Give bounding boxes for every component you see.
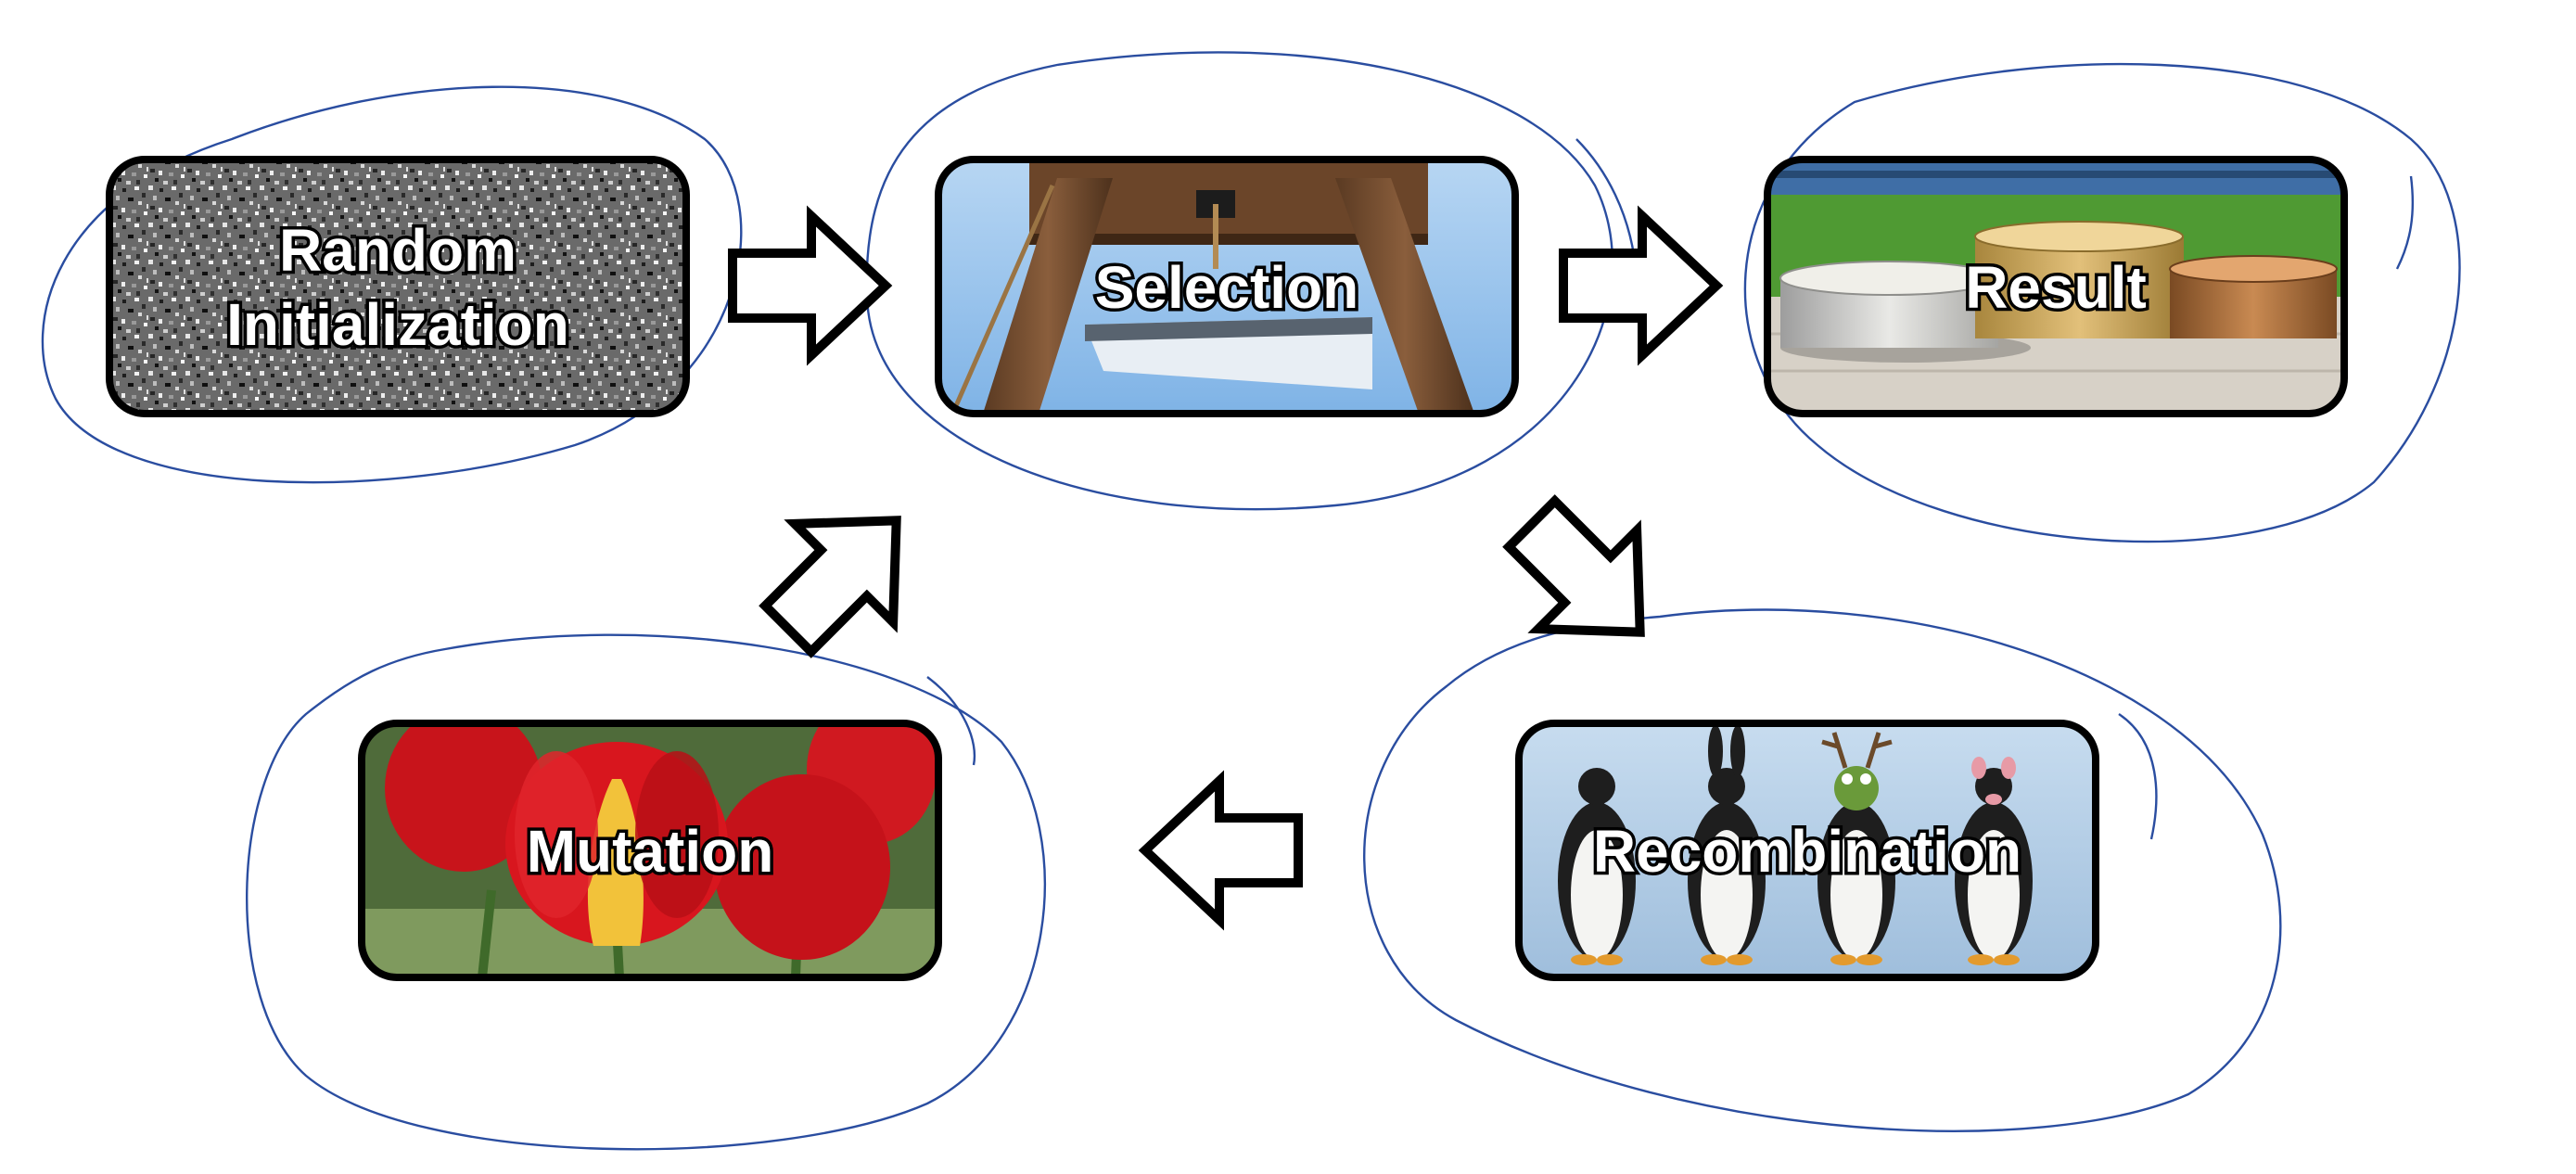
stage-label-random-initialization-line1: Random — [279, 217, 516, 284]
podium-image — [1767, 160, 2344, 414]
stage-result: Result — [1764, 156, 2348, 417]
arrow-init-to-selection — [728, 205, 893, 366]
loop-recombination-tail — [2118, 713, 2158, 840]
arrow-recombination-to-mutation — [1138, 770, 1303, 931]
stage-label-result: Result — [1965, 254, 2147, 321]
stage-label-recombination: Recombination — [1593, 818, 2021, 885]
arrow-mutation-to-selection — [759, 516, 901, 658]
stage-random-initialization: Random Initialization — [106, 156, 690, 417]
loop-result — [1743, 62, 2461, 543]
loop-selection — [865, 51, 1614, 511]
stage-selection: Selection — [935, 156, 1519, 417]
stage-mutation: Mutation — [358, 720, 942, 981]
flow-arrows — [728, 205, 1724, 931]
loop-recombination — [1363, 608, 2282, 1132]
stage-label-random-initialization-line2: Initialization — [226, 291, 569, 358]
hybrid-penguins-image — [1519, 723, 2096, 977]
annotation-loops — [41, 51, 2461, 1151]
loop-mutation-tail — [926, 676, 976, 766]
arrow-selection-to-recombination — [1502, 494, 1645, 637]
loop-result-tail — [2395, 175, 2415, 270]
tulips-image — [362, 723, 938, 977]
stage-recombination: Recombination — [1515, 720, 2099, 981]
stage-label-selection: Selection — [1095, 254, 1359, 321]
guillotine-image — [938, 160, 1515, 414]
static-noise-image — [109, 160, 686, 414]
arrow-selection-to-result — [1559, 205, 1724, 366]
stage-label-mutation: Mutation — [527, 818, 774, 885]
loop-random-initialization — [41, 85, 743, 484]
loop-mutation — [246, 633, 1046, 1151]
